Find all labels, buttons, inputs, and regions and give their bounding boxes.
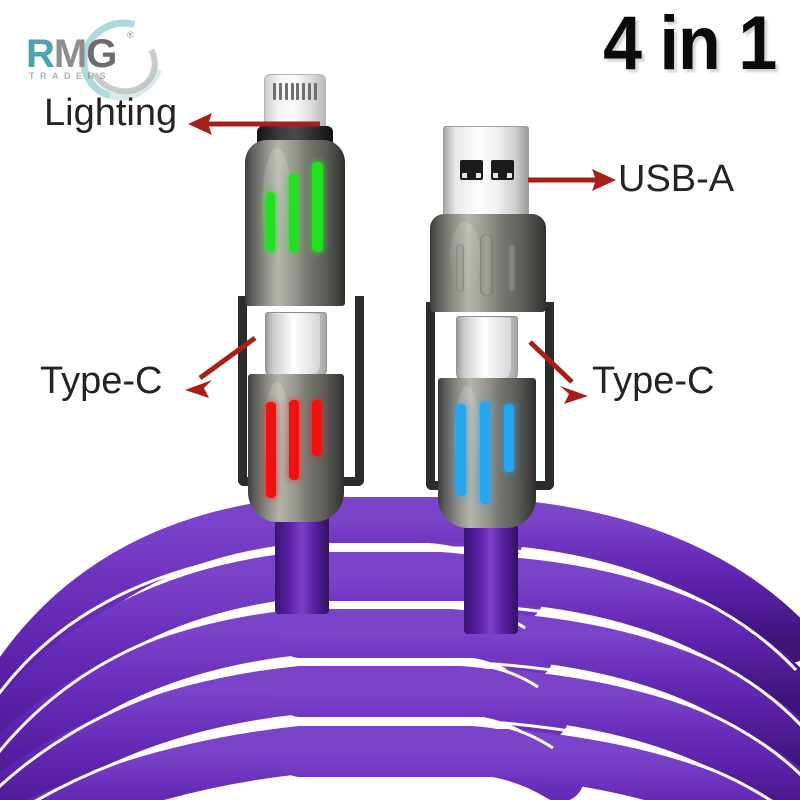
left-typec-led-1 <box>266 402 276 498</box>
left-connector-assembly <box>236 74 366 614</box>
lightning-led-2 <box>289 174 298 252</box>
usba-tip <box>443 126 529 222</box>
right-typec-led-1 <box>456 404 466 496</box>
right-cable-coil <box>276 497 800 800</box>
lightning-pins <box>273 83 317 100</box>
page-title: 4 in 1 <box>602 1 777 86</box>
right-typec-led-3 <box>504 404 514 472</box>
usba-contact-slot-1 <box>460 160 483 180</box>
usba-led-slot-3 <box>508 244 516 292</box>
left-cable-stub <box>275 504 329 614</box>
callout-label-typec-left: Type-C <box>40 360 163 402</box>
right-typec-tip-inner <box>463 318 511 380</box>
usba-led-slot-1 <box>456 244 464 292</box>
brand-tagline: TRADERS <box>29 71 112 81</box>
registered-mark: ® <box>127 30 134 40</box>
callout-label-lighting: Lighting <box>44 92 178 134</box>
brand-logo: RMG ® TRADERS <box>22 4 178 116</box>
left-typec-led-3 <box>312 400 322 456</box>
callout-label-usba: USB-A <box>618 158 735 200</box>
callout-label-typec-right: Type-C <box>592 360 715 402</box>
lightning-led-1 <box>266 192 275 252</box>
brand-letter-m: M <box>53 32 87 76</box>
usba-led-slot-2 <box>480 234 493 296</box>
usba-contact-slot-2 <box>491 160 514 180</box>
left-typec-led-2 <box>289 400 299 480</box>
brand-letter-r: R <box>26 32 55 76</box>
brand-letter-g: G <box>86 32 117 76</box>
right-connector-assembly <box>424 126 556 634</box>
left-typec-tip-inner <box>272 314 320 376</box>
right-typec-led-2 <box>480 402 490 504</box>
lightning-led-3 <box>312 162 323 252</box>
brand-name: RMG <box>26 32 117 76</box>
right-cable-stub <box>464 524 518 634</box>
